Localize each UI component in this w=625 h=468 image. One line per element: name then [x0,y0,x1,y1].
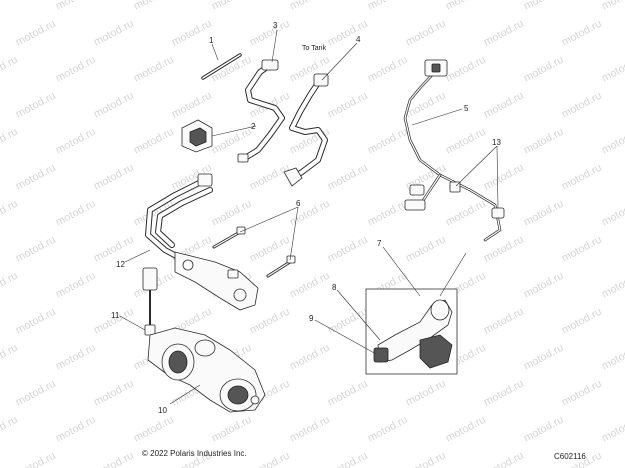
part-12-fuel-rail [145,173,259,311]
callouts: 1 2 3 4 5 6 7 8 9 10 11 12 13 To Tank [111,21,501,415]
part-6-bolts [212,226,296,278]
part-3-fuel-hose [237,59,285,163]
figure-code: C602116 [554,452,586,461]
part-5-wiring-harness [403,59,505,242]
callout-5: 5 [464,104,469,113]
callout-4: 4 [356,35,361,44]
copyright-text: © 2022 Polaris Industries Inc. [142,449,247,458]
callout-3: 3 [273,21,278,30]
callout-6: 6 [296,199,301,208]
callout-1: 1 [209,36,214,45]
part-2-clip [181,119,213,153]
callout-13: 13 [492,138,501,147]
injector-detail-box [365,288,458,375]
part-4-fuel-hose [283,73,329,187]
callout-10: 10 [158,406,167,415]
callout-12: 12 [116,260,125,269]
callout-2: 2 [251,122,256,131]
part-10-throttle-body [147,327,266,413]
callout-7: 7 [377,239,382,248]
callout-8: 8 [332,283,337,292]
part-1-rod [201,53,242,80]
to-tank-note: To Tank [302,45,326,52]
part-11-sensor [142,267,158,336]
callout-9: 9 [309,314,314,323]
callout-11: 11 [111,311,120,320]
leader-lines [119,29,499,405]
